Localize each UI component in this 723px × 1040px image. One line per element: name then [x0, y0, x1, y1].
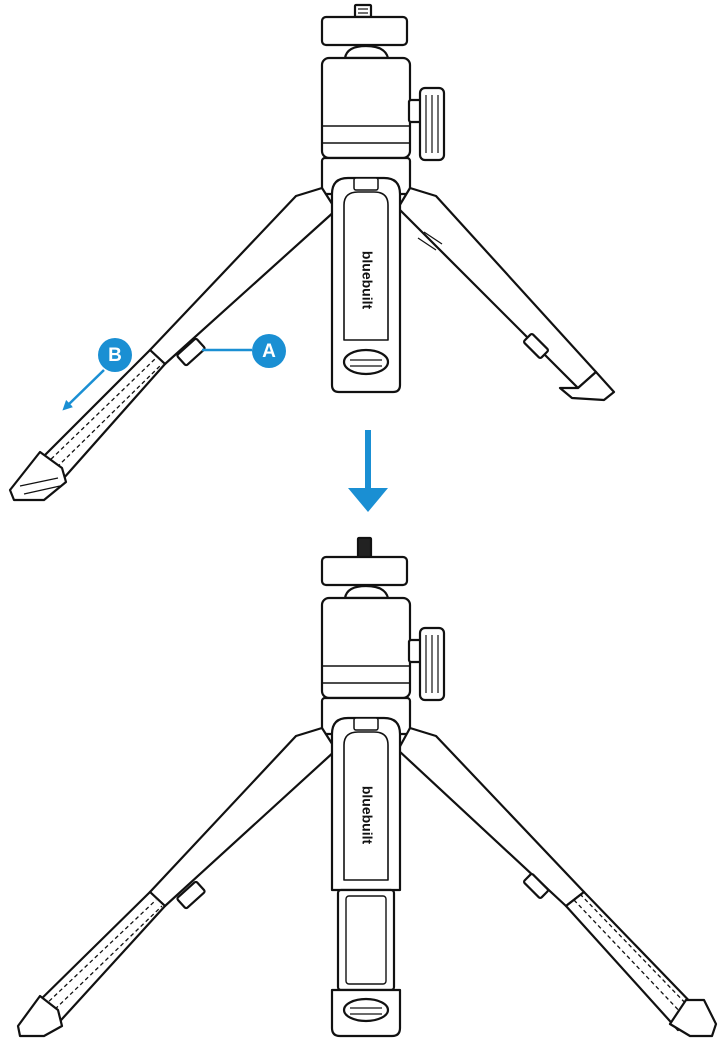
right-leg-extended — [396, 726, 718, 1038]
mount-plate — [320, 555, 409, 587]
transition-arrow — [348, 430, 388, 512]
mount-screw — [353, 3, 373, 19]
callout-b: B — [62, 338, 132, 411]
left-foot — [16, 994, 64, 1038]
ball-head — [343, 44, 390, 60]
left-leg-extended — [8, 186, 338, 502]
locking-knob — [407, 86, 446, 162]
extend-direction-arrow — [62, 369, 105, 411]
mount-plate — [320, 15, 409, 47]
brand-label-bottom: bluebuilt — [359, 786, 375, 845]
callout-b-label: B — [108, 345, 122, 366]
ball-head — [343, 584, 390, 600]
left-leg-extended — [16, 726, 338, 1038]
leg-latch — [176, 337, 206, 367]
tripod-top: bluebuilt — [8, 3, 616, 502]
right-leg-folded — [396, 186, 616, 402]
locking-knob — [407, 626, 446, 702]
center-handle-extended — [330, 716, 402, 1038]
right-foot — [668, 998, 718, 1038]
tripod-bottom: bluebuilt — [16, 536, 718, 1038]
brand-label-top: bluebuilt — [359, 251, 375, 310]
mount-screw — [356, 536, 373, 560]
callout-a-label: A — [262, 341, 276, 362]
callout-a: A — [202, 334, 286, 368]
center-handle — [330, 176, 402, 394]
